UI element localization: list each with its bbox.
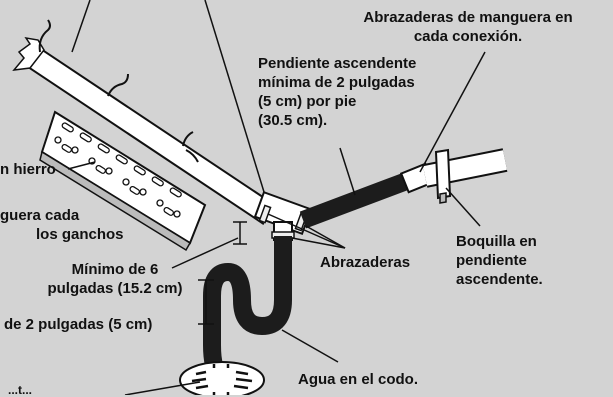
label-upward-slope-line2: mínima de 2 pulgadas — [258, 74, 415, 91]
label-nozzle-line2: pendiente — [456, 252, 527, 269]
label-nozzle-line1: Boquilla en — [456, 233, 537, 250]
perforated-iron-strap — [39, 110, 207, 252]
leader-min-six — [171, 237, 239, 269]
leader-iron-strap — [67, 161, 96, 170]
label-min-six: Mínimo de 6 pulgadas (15.2 cm) — [18, 260, 212, 298]
label-hose-every-line2: los ganchos — [36, 226, 124, 243]
floor-drain — [179, 361, 265, 395]
label-bottom-partial: ...t... — [8, 383, 32, 397]
label-clamps: Abrazaderas — [320, 254, 411, 271]
label-hose-every: guera cada los ganchos — [0, 206, 124, 244]
label-hose-clamps-line1: Abrazaderas de manguera en — [363, 9, 573, 26]
drain-hose-upper — [299, 162, 435, 229]
label-nozzle: Boquilla en pendiente ascendente. — [456, 232, 543, 289]
label-hose-every-line1: guera cada — [0, 207, 80, 224]
leader-water-elbow — [281, 329, 339, 363]
label-hose-clamps-line2: cada conexión. — [413, 28, 523, 45]
leader-line-top-center — [204, 0, 269, 206]
nozzle-pipe — [422, 148, 508, 204]
label-nozzle-line3: ascendente. — [456, 271, 543, 288]
overhead-pipe — [12, 19, 277, 225]
label-min-six-line1: Mínimo de 6 — [71, 261, 159, 278]
leader-bottom — [124, 381, 201, 395]
label-upward-slope: Pendiente ascendente mínima de 2 pulgada… — [258, 54, 416, 130]
label-upward-slope-line4: (30.5 cm). — [258, 112, 328, 129]
label-upward-slope-line1: Pendiente ascendente — [258, 55, 417, 72]
drain-hose-trap — [203, 236, 292, 388]
leader-clamps-b — [291, 237, 346, 249]
leader-clamps-c — [267, 213, 346, 249]
label-upward-slope-line3: (5 cm) por pie — [258, 93, 357, 110]
label-two-inch: de 2 pulgadas (5 cm) — [4, 316, 153, 333]
label-water-elbow: Agua en el codo. — [298, 371, 419, 388]
leader-nozzle — [445, 187, 481, 227]
label-min-six-line2: pulgadas (15.2 cm) — [47, 280, 183, 297]
leader-slope — [339, 147, 356, 196]
label-iron-strap: n hierro — [0, 161, 56, 178]
leader-line-top-left — [71, 0, 91, 53]
label-hose-clamps: Abrazaderas de manguera en cada conexión… — [334, 8, 602, 46]
leader-hose-clamps — [419, 51, 486, 173]
